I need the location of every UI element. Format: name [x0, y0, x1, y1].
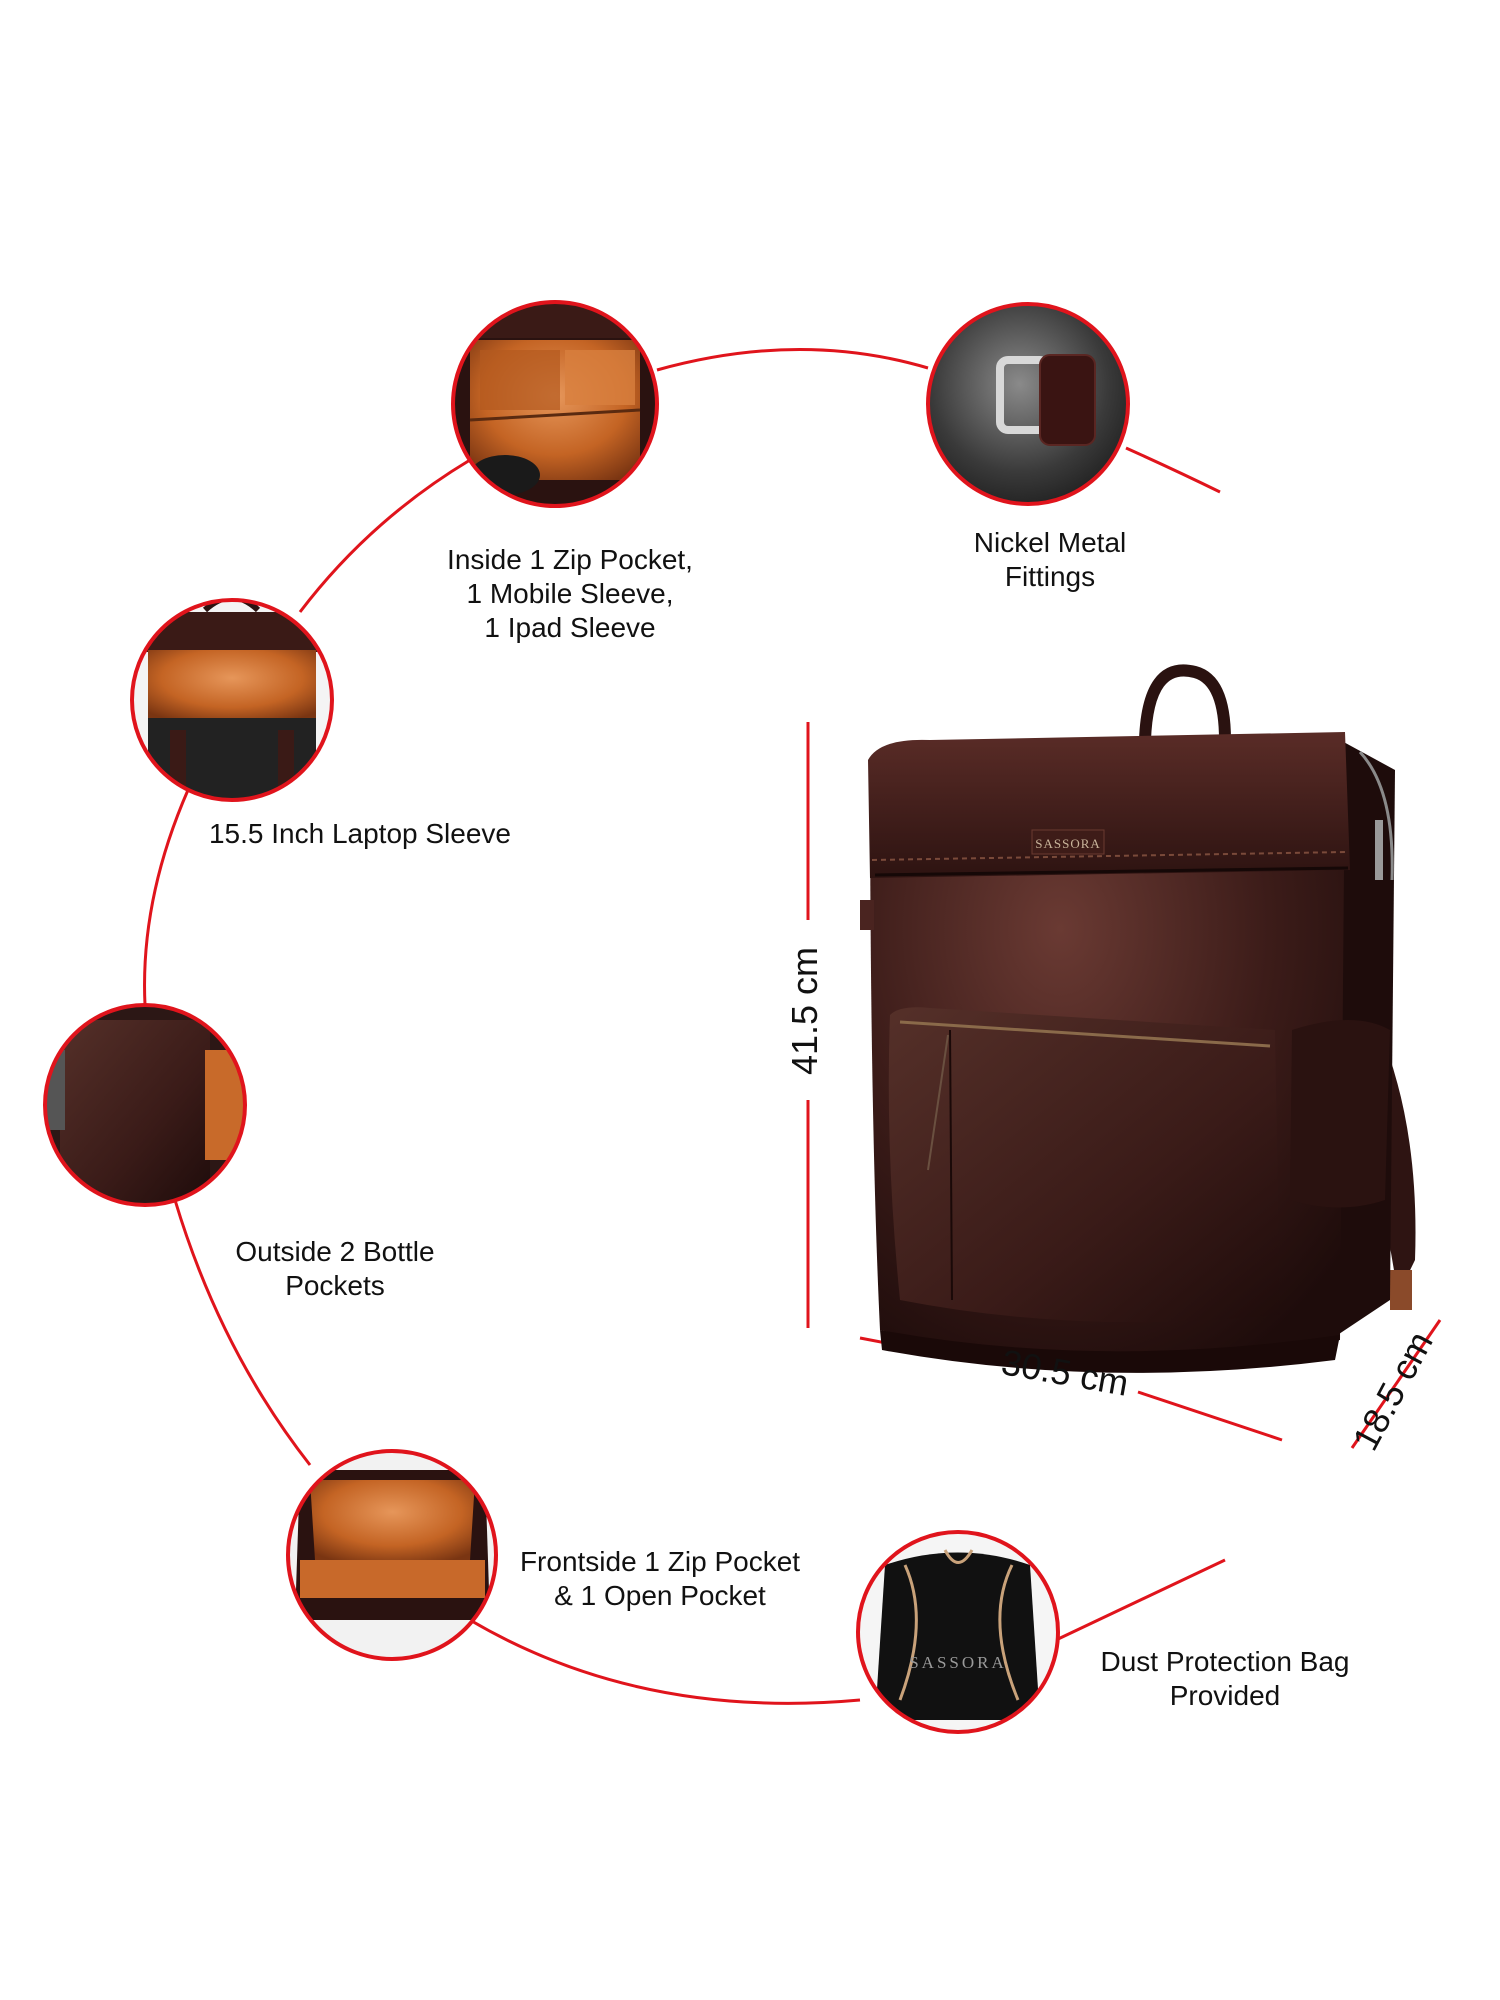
feature-text-line: 1 Ipad Sleeve: [484, 612, 656, 643]
feature-text-line: Provided: [1169, 1680, 1281, 1711]
feature-label-metal-fittings: Nickel Metal Fittings: [930, 526, 1170, 594]
connector-arc: [656, 348, 929, 372]
feature-text-line: Dust Protection Bag: [1100, 1646, 1350, 1677]
connector-arc: [1125, 446, 1221, 494]
connector-arc: [1055, 1558, 1226, 1642]
feature-text-line: & 1 Open Pocket: [554, 1580, 766, 1611]
feature-text-line: Nickel Metal: [973, 527, 1127, 558]
laptop-compartment-photo: [130, 598, 334, 802]
height-dimension-label: 41.5 cm: [784, 946, 825, 1076]
feature-label-bottle-pockets: Outside 2 Bottle Pockets: [210, 1235, 460, 1303]
dust-bag-photo: [856, 1530, 1060, 1734]
feature-label-laptop-sleeve: 15.5 Inch Laptop Sleeve: [180, 817, 540, 851]
connector-arc: [298, 458, 471, 613]
feature-label-inside-pockets: Inside 1 Zip Pocket, 1 Mobile Sleeve, 1 …: [420, 543, 720, 645]
depth-dimension-line: [1350, 1319, 1442, 1449]
feature-label-dust-bag: Dust Protection Bag Provided: [1080, 1645, 1370, 1713]
side-pocket-photo: [43, 1003, 247, 1207]
metal-buckle-photo: [926, 302, 1130, 506]
backpack-product-photo: [860, 664, 1416, 1373]
feature-text-line: Pockets: [285, 1270, 385, 1301]
width-dimension-line: [1137, 1390, 1283, 1442]
dust-bag-brand-logo: SASSORA: [909, 1653, 1007, 1672]
front-pocket-photo: [286, 1449, 498, 1661]
connector-arc: [469, 1618, 861, 1705]
feature-label-front-pockets: Frontside 1 Zip Pocket & 1 Open Pocket: [510, 1545, 810, 1613]
inside-lining-photo: [451, 300, 659, 508]
feature-text-line: 15.5 Inch Laptop Sleeve: [208, 818, 511, 849]
backpack-brand-logo: SASSORA: [1035, 836, 1101, 851]
feature-text-line: Inside 1 Zip Pocket,: [447, 544, 693, 575]
feature-text-line: 1 Mobile Sleeve,: [466, 578, 674, 609]
feature-text-line: Frontside 1 Zip Pocket: [519, 1546, 801, 1577]
feature-text-line: Outside 2 Bottle: [235, 1236, 435, 1267]
connector-arc: [173, 1199, 312, 1466]
connector-arc: [143, 789, 190, 1006]
feature-text-line: Fittings: [1004, 561, 1096, 592]
